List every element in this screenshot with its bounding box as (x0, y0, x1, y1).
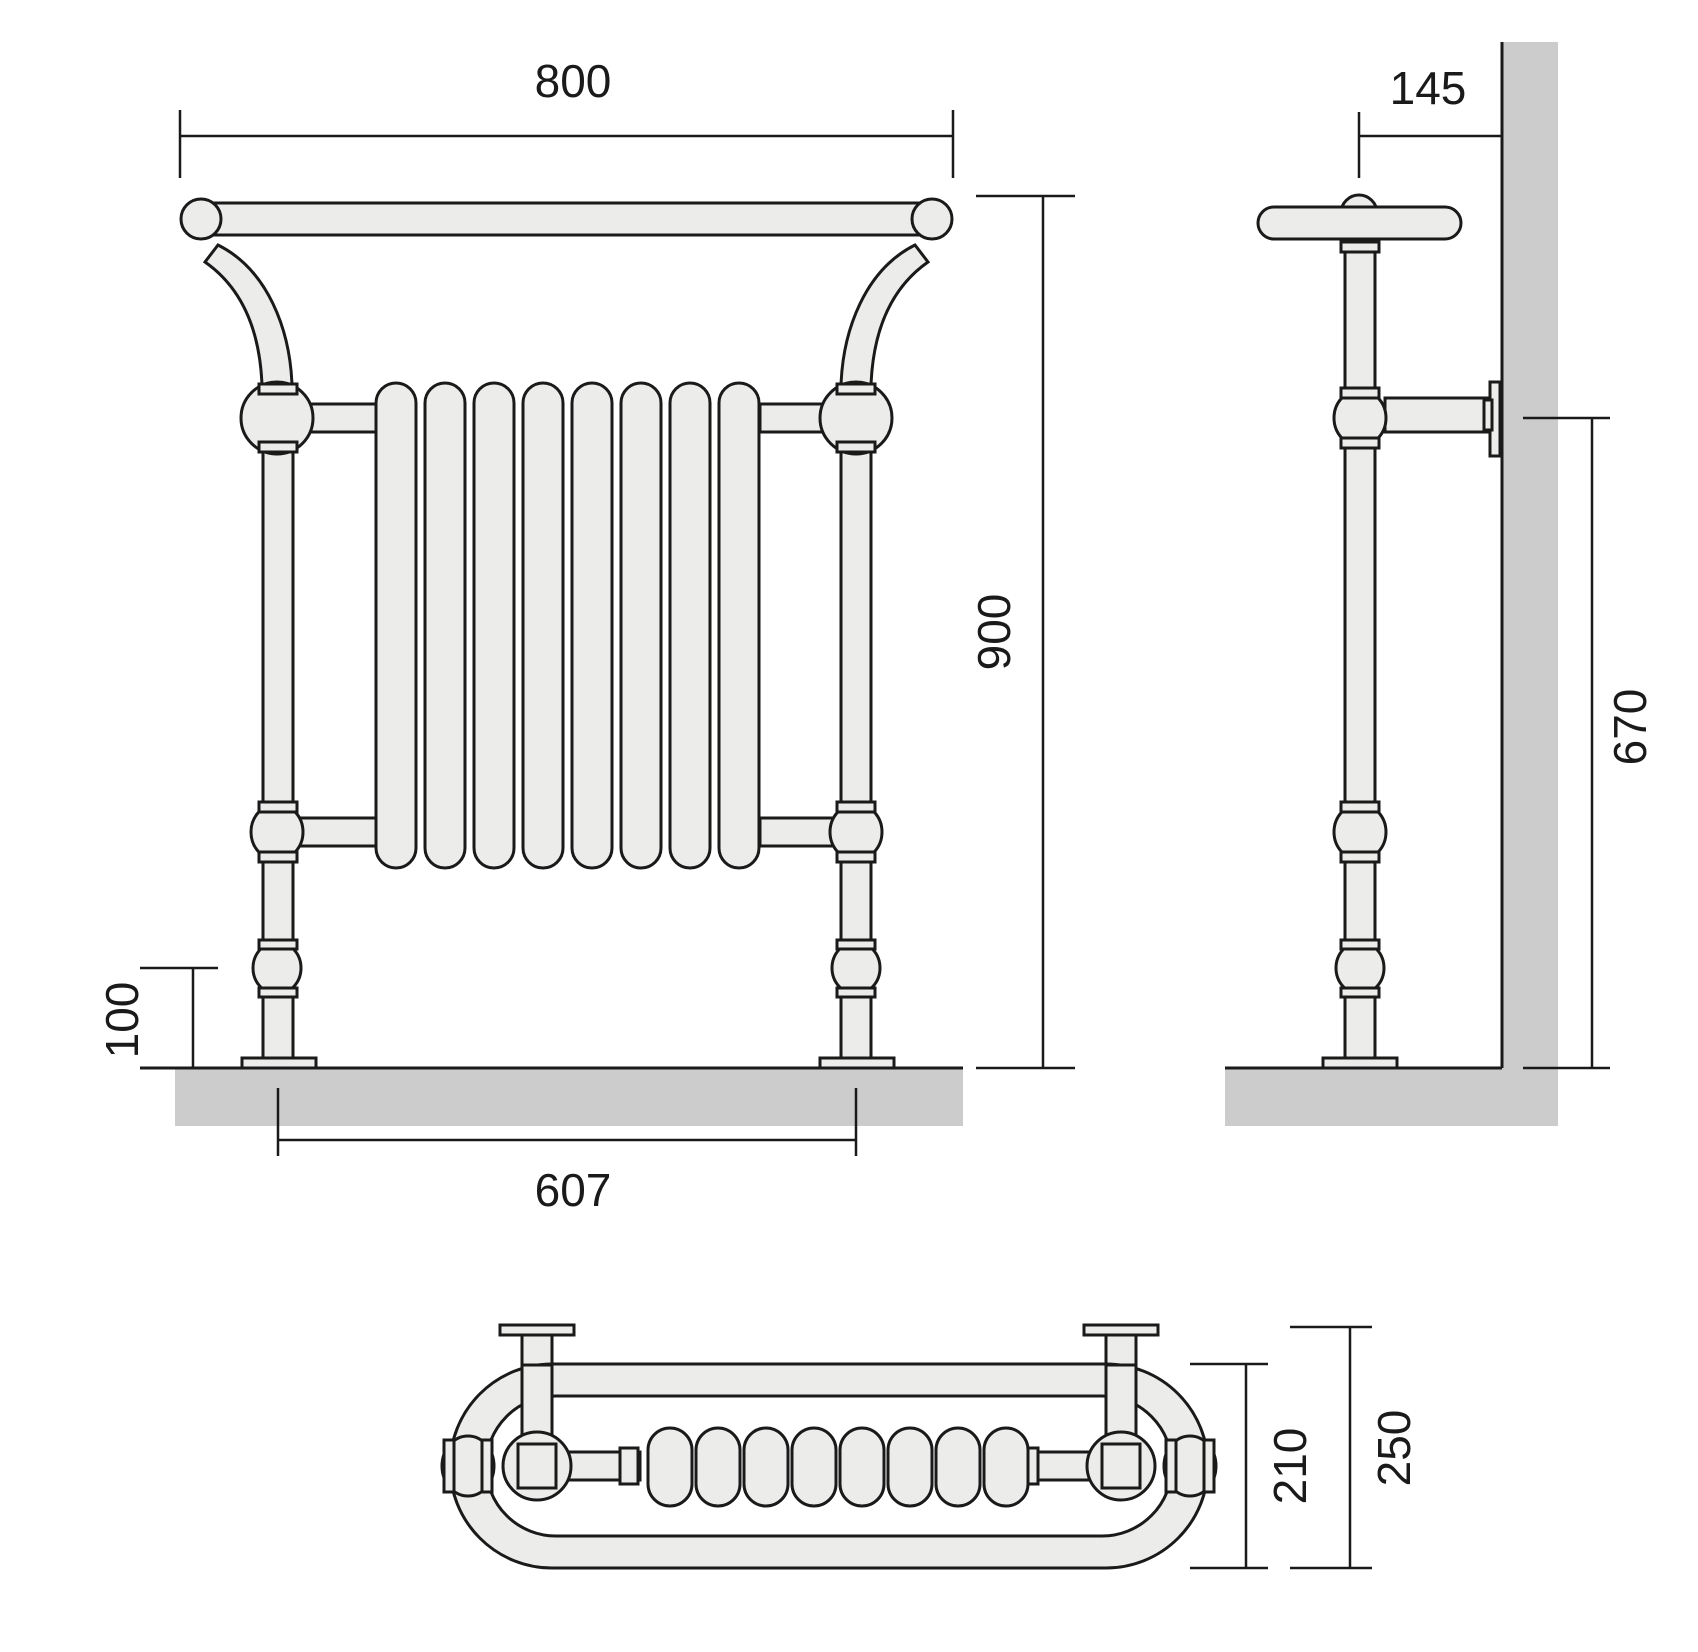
lower-left-connector (298, 816, 380, 848)
dim-foot-spacing: 607 (535, 1164, 612, 1216)
radiator-segment (886, 1426, 934, 1508)
top-right-outer-collar-a (1164, 1438, 1178, 1494)
radiator-segment (790, 1426, 838, 1508)
radiator-column (472, 381, 516, 870)
side-lower-collar-bottom (1339, 850, 1381, 864)
top-rail-right-cap (910, 197, 954, 241)
radiator-segment (838, 1426, 886, 1508)
dim-outer-depth: 250 (1368, 1410, 1420, 1487)
side-leg-collar-top (1339, 240, 1381, 254)
top-left-connector-collar (618, 1446, 640, 1486)
right-ball-collar-top (835, 938, 877, 951)
side-view (1225, 42, 1558, 1126)
top-right-foot-stem (1104, 1333, 1138, 1367)
top-right-outer-collar-b (1202, 1438, 1216, 1494)
lower-left-collar-top (257, 800, 299, 814)
side-upper-collar-bottom (1339, 436, 1381, 450)
upper-right-joint (818, 380, 894, 456)
radiator-columns (374, 381, 761, 870)
right-foot (818, 1056, 896, 1070)
side-ball-collar-bottom (1339, 986, 1381, 999)
side-top-rail (1256, 205, 1463, 241)
top-dimensions (1190, 1325, 1372, 1570)
radiator-column (717, 381, 761, 870)
dim-overall-width: 800 (535, 55, 612, 107)
radiator-segment (742, 1426, 790, 1508)
lower-right-collar-bottom (835, 850, 877, 864)
radiator-column (570, 381, 614, 870)
wall-bracket-arm (1383, 396, 1493, 434)
lower-right-collar-top (835, 800, 877, 814)
side-upper-collar-top (1339, 386, 1381, 400)
radiator-segment (934, 1426, 982, 1508)
wall-bracket-collar (1482, 398, 1494, 432)
left-curved-support (202, 243, 294, 387)
dim-wall-projection: 145 (1390, 62, 1467, 114)
upper-right-collar-bottom (835, 440, 877, 454)
top-radiator-segments (646, 1426, 1030, 1508)
lower-right-connector (758, 816, 840, 848)
top-rail-left-cap (179, 197, 223, 241)
front-dimensions (140, 110, 1075, 1156)
lower-left-collar-bottom (257, 850, 299, 864)
left-ball-collar-bottom (257, 986, 299, 999)
dim-inner-depth: 210 (1264, 1428, 1316, 1505)
dim-foot-height: 100 (96, 982, 148, 1059)
side-dimensions (1357, 112, 1610, 1070)
upper-left-collar-top (257, 382, 299, 396)
right-curved-support (839, 243, 931, 387)
radiator-segment (646, 1426, 694, 1508)
dim-wall-bracket-height: 670 (1604, 689, 1656, 766)
right-ball-collar-bottom (835, 986, 877, 999)
radiator-column (668, 381, 712, 870)
top-left-inner-collar (516, 1442, 558, 1490)
left-ball-collar-top (257, 938, 299, 951)
top-left-foot-stem (520, 1333, 554, 1367)
upper-left-joint (239, 380, 315, 456)
top-left-outer-collar-b (480, 1438, 494, 1494)
radiator-column (374, 381, 418, 870)
upper-right-collar-top (835, 382, 877, 396)
side-leg (1343, 246, 1377, 1060)
left-foot (240, 1056, 318, 1070)
radiator-column (619, 381, 663, 870)
top-left-outer-collar-a (442, 1438, 456, 1494)
top-view (440, 1323, 1218, 1570)
front-floor (175, 1068, 963, 1126)
front-view (140, 197, 963, 1126)
side-ball-collar-top (1339, 938, 1381, 951)
dim-overall-height: 900 (968, 594, 1020, 671)
radiator-segment (694, 1426, 742, 1508)
radiator-segment (982, 1426, 1030, 1508)
upper-left-collar-bottom (257, 440, 299, 454)
side-foot (1321, 1056, 1399, 1070)
top-right-inner-collar (1100, 1442, 1142, 1490)
radiator-column (521, 381, 565, 870)
side-floor (1225, 1068, 1558, 1126)
side-lower-collar-top (1339, 800, 1381, 814)
side-wall (1502, 42, 1558, 1126)
top-rail (184, 201, 950, 237)
radiator-column (423, 381, 467, 870)
